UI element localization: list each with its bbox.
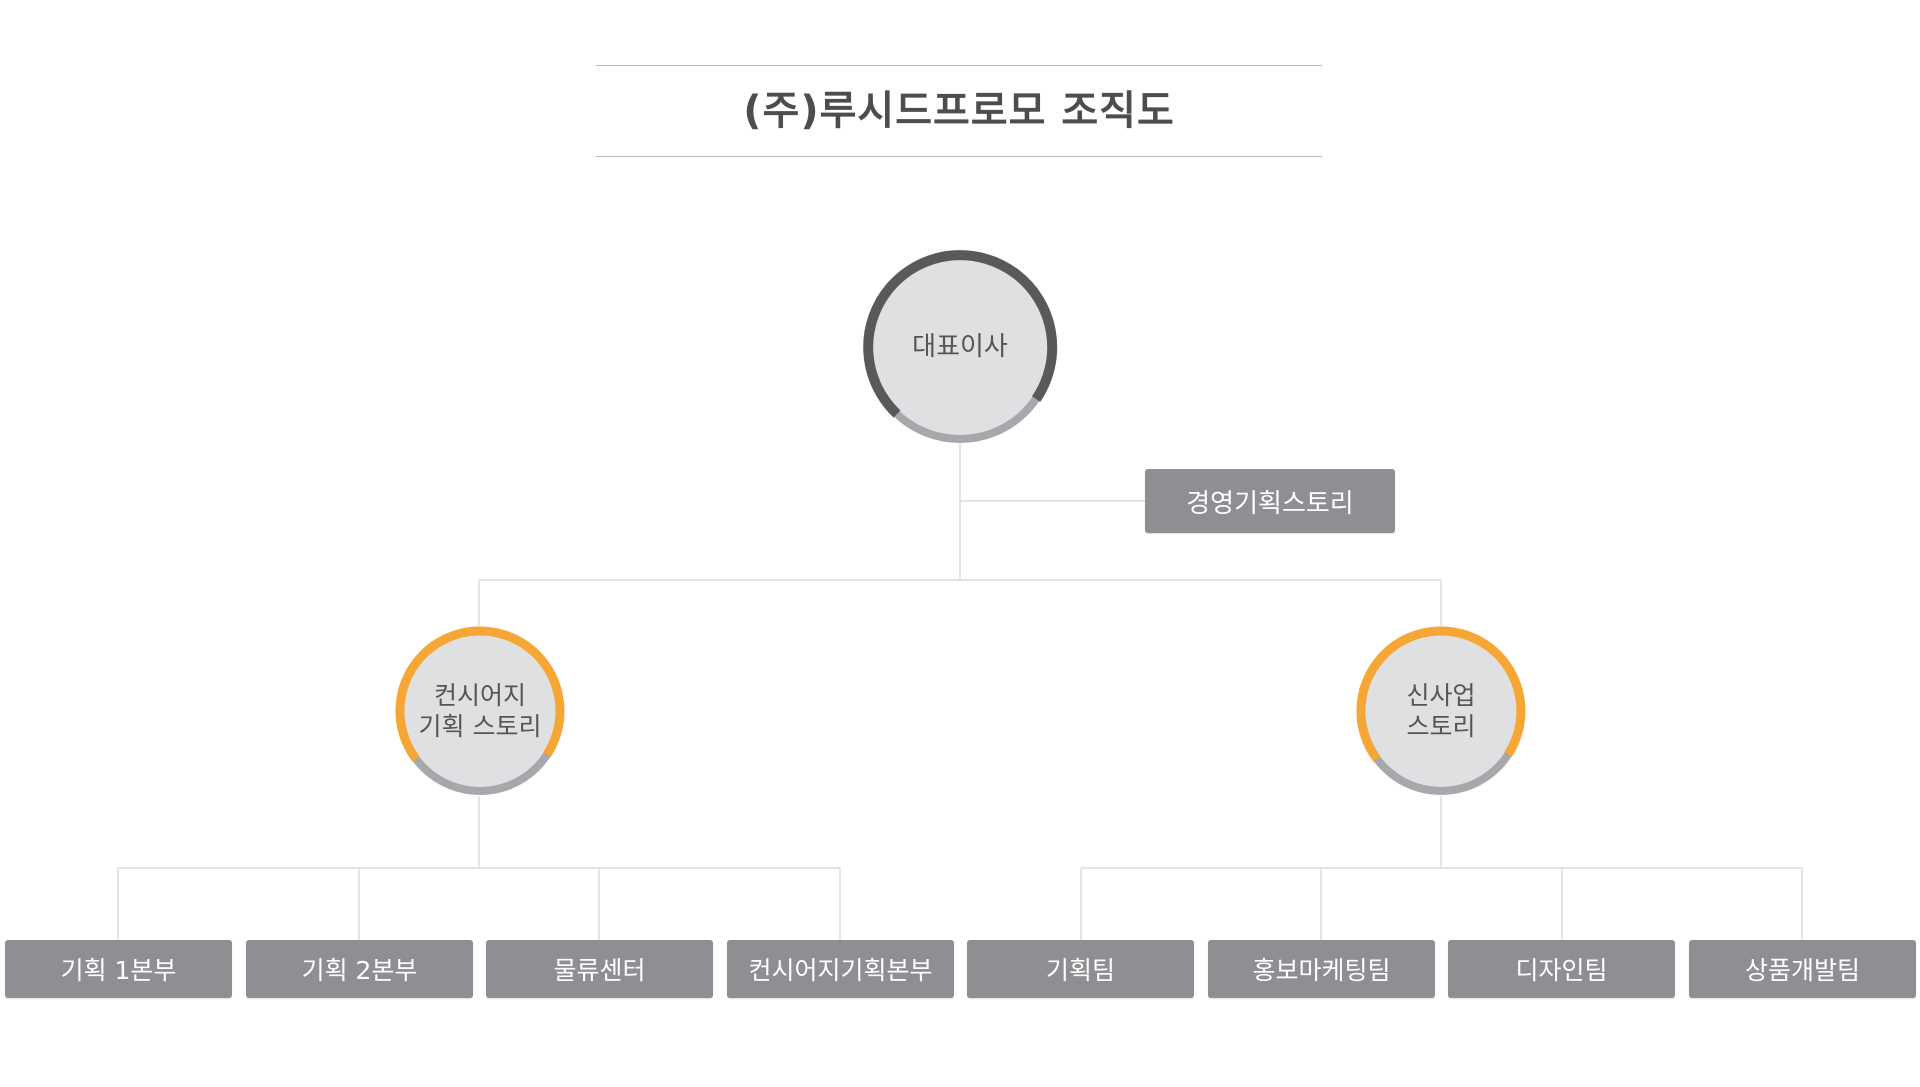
team-box-logistics-center[interactable]: 물류센터 — [486, 940, 713, 998]
team-box-design[interactable]: 디자인팀 — [1448, 940, 1675, 998]
division-new-business-label-line1: 신사업 — [1406, 680, 1476, 710]
division-concierge-label-line2: 기획 스토리 — [418, 712, 542, 741]
division-node-concierge-ring — [395, 626, 565, 795]
title-bottom-rule — [596, 156, 1322, 157]
page-title: (주)루시드프로모 조직도 — [743, 88, 1175, 134]
division-node-new-business[interactable]: 신사업 스토리 — [1354, 624, 1528, 798]
ceo-label: 대표이사 — [912, 331, 1008, 362]
team-box-planning-team[interactable]: 기획팀 — [967, 940, 1194, 998]
ceo-node-ring — [863, 250, 1058, 443]
team-box-planning-2[interactable]: 기획 2본부 — [246, 940, 473, 998]
title-top-rule — [596, 65, 1322, 66]
division-new-business-label-line2: 스토리 — [1406, 712, 1476, 741]
team-box-concierge-planning[interactable]: 컨시어지기획본부 — [727, 940, 954, 998]
staff-box-management-planning[interactable]: 경영기획스토리 — [1145, 469, 1395, 533]
ceo-node[interactable]: 대표이사 — [860, 247, 1060, 447]
division-node-new-business-ring — [1356, 626, 1526, 795]
division-node-concierge[interactable]: 컨시어지 기획 스토리 — [393, 624, 567, 798]
division-concierge-label-line1: 컨시어지 — [433, 680, 526, 710]
team-box-product-development[interactable]: 상품개발팀 — [1689, 940, 1916, 998]
team-box-planning-1[interactable]: 기획 1본부 — [5, 940, 232, 998]
team-box-pr-marketing[interactable]: 홍보마케팅팀 — [1208, 940, 1435, 998]
